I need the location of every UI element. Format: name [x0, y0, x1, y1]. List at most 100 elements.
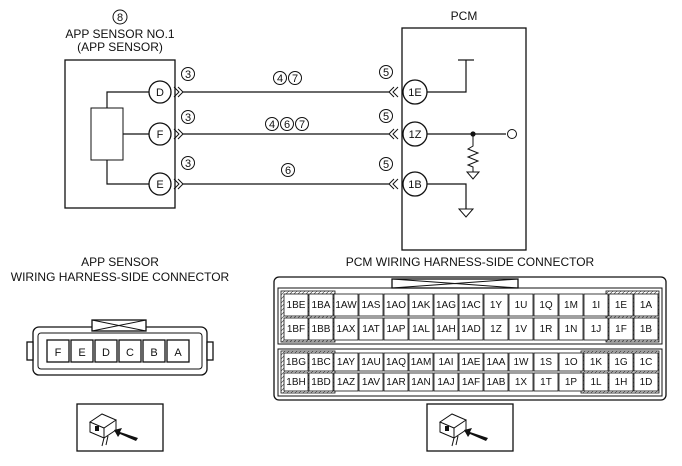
pcm-connector-pin-label: 1AA — [487, 357, 506, 368]
note-circle — [379, 157, 393, 171]
connector-chevron-icon — [388, 128, 399, 140]
pcm-connector-pin-cell — [433, 293, 459, 317]
wire1-pcm-note: 5 — [383, 67, 389, 79]
note-circle — [280, 117, 294, 131]
pcm-connector-pin-label: 1AJ — [437, 377, 454, 388]
pcm-connector-pin-cell — [408, 352, 434, 372]
pcm-connector-pin-cell — [583, 317, 609, 341]
pcm-internal-wire-1e — [427, 60, 467, 93]
pcm-connector-pin-cell — [333, 372, 359, 392]
app-connector-subtitle: WIRING HARNESS-SIDE CONNECTOR — [11, 270, 230, 284]
pcm-connector-pin-cell — [633, 293, 659, 317]
wire2-pcm-note: 5 — [383, 111, 389, 123]
pcm-connector-pin-cell — [608, 317, 634, 341]
pcm-connector-lower-block — [277, 348, 663, 397]
pcm-group: PCM 1E 1Z 1B — [401, 9, 527, 251]
pcm-connector-title: PCM WIRING HARNESS-SIDE CONNECTOR — [346, 255, 595, 269]
pcm-connector-pin-cell — [358, 352, 384, 372]
sensor-pin-f — [148, 122, 172, 146]
pcm-connector-pin-cell — [483, 293, 509, 317]
app-connector-tab-right — [206, 341, 214, 361]
pcm-connector-pin-label: 1AO — [386, 300, 406, 311]
pcm-connector-pin-label: 1AP — [387, 324, 406, 335]
pcm-connector-pin-cell — [533, 372, 559, 392]
pcm-connector-pin-label: 1AS — [362, 300, 381, 311]
pcm-connector-pin-label: 1BH — [286, 377, 305, 388]
app-connector-tab-left — [26, 341, 34, 361]
pcm-connector-pin-label: 1F — [615, 324, 627, 335]
pcm-connector-pin-cell — [383, 372, 409, 392]
pcm-connector-pin-label: 1AX — [337, 324, 356, 335]
sensor-pin-e — [148, 172, 172, 196]
pcm-connector-pin-cell — [558, 293, 584, 317]
pcm-connector-pin-label: 1M — [564, 300, 578, 311]
pcm-connector-pin-label: 1AW — [335, 300, 357, 311]
sensor-pin-e-label: E — [156, 179, 163, 191]
pcm-connector-pin-label: 1AC — [461, 300, 480, 311]
app-connector-pin-label: F — [55, 347, 62, 359]
app-connector-pin-label: D — [102, 347, 110, 359]
app-connector-pin-cell — [94, 339, 118, 363]
pcm-connector-pin-cell — [458, 293, 484, 317]
sensor-callout-number: 8 — [117, 12, 123, 24]
signal-terminal-icon — [507, 129, 517, 139]
pcm-connector-pin-cell — [308, 352, 334, 372]
pcm-connector-pin-label: 1L — [590, 377, 602, 388]
pcm-connector-pin-cell — [508, 372, 534, 392]
wire3-mid-note: 6 — [285, 165, 291, 177]
pcm-connector-pin-cell — [308, 372, 334, 392]
app-connector-group: APP SENSOR WIRING HARNESS-SIDE CONNECTOR… — [11, 255, 230, 452]
pcm-connector-pin-cell — [383, 352, 409, 372]
pcm-connector-pin-label: 1K — [590, 357, 603, 368]
pcm-connector-pin-cell — [483, 372, 509, 392]
pcm-connector-pin-label: 1P — [565, 377, 578, 388]
pcm-connector-pin-label: 1B — [640, 324, 653, 335]
pcm-connector-pin-label: 1BF — [287, 324, 305, 335]
wire3-pcm-note: 5 — [383, 159, 389, 171]
pcm-connector-pin-label: 1AN — [411, 377, 430, 388]
pcm-connector-pin-label: 1X — [515, 377, 528, 388]
resistor-icon — [466, 134, 480, 172]
pcm-connector-pin-label: 1BE — [287, 300, 306, 311]
pcm-connector-pin-cell — [608, 293, 634, 317]
pcm-connector-pin-label: 1AI — [438, 357, 453, 368]
pcm-connector-pin-label: 1H — [615, 377, 628, 388]
pcm-connector-pin-cell — [433, 372, 459, 392]
app-connector-inner — [37, 332, 203, 370]
pcm-connector-pin-cell — [633, 317, 659, 341]
pcm-connector-pin-cell — [583, 352, 609, 372]
callout-circle — [112, 9, 128, 25]
wire2-sensor-note: 3 — [185, 112, 191, 124]
pcm-connector-pin-label: 1AR — [386, 377, 405, 388]
pcm-connector-pin-cell — [558, 317, 584, 341]
pcm-connector-pin-label: 1AY — [337, 357, 355, 368]
connector-view-arrow-icon — [88, 413, 138, 447]
pcm-connector-pin-label: 1AE — [462, 357, 481, 368]
pcm-connector-pin-cell — [433, 317, 459, 341]
pcm-connector-pin-label: 1AL — [412, 324, 430, 335]
pcm-connector-pin-cell — [633, 352, 659, 372]
pcm-connector-pin-cell — [408, 293, 434, 317]
connector-chevron-icon — [388, 86, 399, 98]
pcm-connector-pin-label: 1C — [640, 357, 653, 368]
app-connector-pin-label: E — [78, 347, 85, 359]
ground-triangle-icon — [457, 208, 475, 218]
note-circle — [379, 109, 393, 123]
connector-chevron-icon — [388, 178, 399, 190]
pcm-connector-pin-label: 1AD — [461, 324, 480, 335]
pcm-connector-pin-cell — [458, 352, 484, 372]
wire1-mid-note: 7 — [292, 73, 298, 85]
pcm-connector-pin-label: 1T — [540, 377, 552, 388]
app-connector-pin-cell — [70, 339, 94, 363]
sensor-pin-d — [148, 80, 172, 104]
pcm-connector-pin-label: 1AT — [362, 324, 380, 335]
pcm-pin-1b-label: 1B — [408, 179, 421, 191]
pcm-connector-pin-label: 1AH — [436, 324, 455, 335]
pcm-connector-pin-cell — [458, 317, 484, 341]
pcm-connector-pin-label: 1BD — [311, 377, 330, 388]
pcm-connector-pin-cell — [333, 317, 359, 341]
pcm-connector-pin-label: 1U — [515, 300, 528, 311]
pcm-connector-pin-cell — [458, 372, 484, 392]
